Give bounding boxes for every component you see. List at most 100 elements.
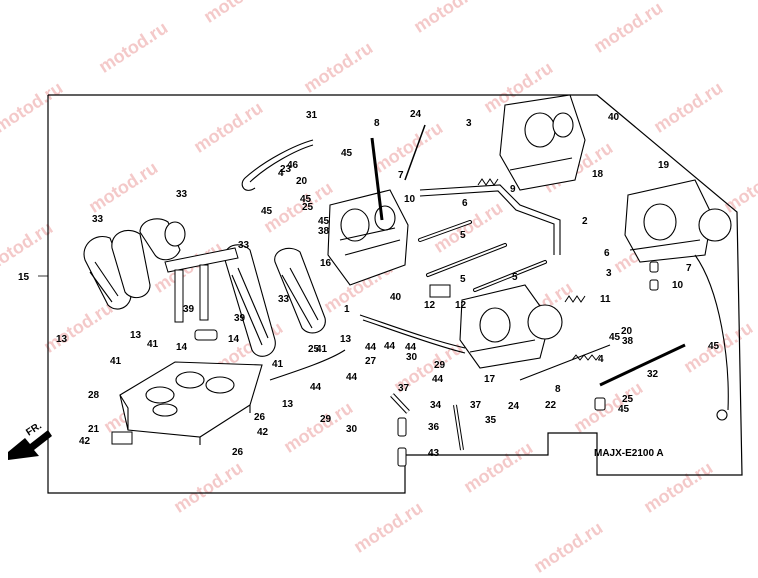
callout-label: 10 (672, 280, 684, 291)
diagram-code: MAJX-E2100 A (594, 448, 664, 459)
callout-label: 3 (606, 268, 612, 279)
callout-label: 42 (79, 436, 91, 447)
callout-label: 45 (708, 341, 720, 352)
callout-label: 38 (318, 226, 330, 237)
callout-label: 45 (300, 194, 312, 205)
callout-label: 1 (344, 304, 350, 315)
callout-label: 6 (604, 248, 610, 259)
callout-label: 11 (600, 294, 611, 305)
callout-label: 45 (318, 216, 330, 227)
callout-label: 13 (56, 334, 68, 345)
callout-label: 44 (432, 374, 444, 385)
callout-label: 39 (183, 304, 195, 315)
callout-label: 46 (287, 160, 299, 171)
callout-label: 8 (555, 384, 561, 395)
callout-label: 45 (261, 206, 273, 217)
manifold-bracket (164, 247, 239, 341)
callout-label: 29 (434, 360, 446, 371)
front-arrow-icon (8, 430, 52, 460)
callout-label: 20 (296, 176, 308, 187)
callout-label: 6 (462, 198, 468, 209)
springs (477, 178, 601, 361)
callout-label: 28 (88, 390, 100, 401)
callout-label: 30 (346, 424, 358, 435)
air-filter-case (119, 361, 263, 445)
callout-label: 7 (686, 263, 692, 274)
cables (241, 124, 729, 421)
callout-label: 24 (410, 109, 422, 120)
callout-label: 42 (257, 427, 269, 438)
callout-label: 33 (92, 214, 104, 225)
callout-label: 13 (282, 399, 294, 410)
carburetor-left (327, 189, 409, 286)
callout-label: 27 (365, 356, 377, 367)
callout-label: 37 (470, 400, 482, 411)
callout-label: 26 (254, 412, 266, 423)
callout-label: 34 (430, 400, 442, 411)
callout-label: 25 (302, 202, 314, 213)
callout-label: 45 (341, 148, 353, 159)
intake-manifolds (83, 218, 326, 357)
callout-label: 23 (280, 164, 292, 175)
callout-label: 22 (545, 400, 557, 411)
callout-label: 21 (88, 424, 100, 435)
callout-label: 15 (18, 272, 30, 283)
callout-label: 30 (406, 352, 418, 363)
callout-label: 5 (460, 274, 466, 285)
callout-label: 39 (234, 313, 246, 324)
callout-label: 32 (647, 369, 659, 380)
callout-label: 44 (405, 342, 417, 353)
callout-label: 7 (398, 170, 404, 181)
diagram-frame (47, 94, 743, 494)
callout-label: 2 (582, 216, 588, 227)
callout-label: 19 (658, 160, 670, 171)
carburetor-center (459, 284, 563, 369)
callout-label: 13 (340, 334, 352, 345)
callout-label: 25 (308, 344, 320, 355)
callout-label: 8 (374, 118, 380, 129)
callout-label: 33 (176, 189, 188, 200)
callout-label: 13 (130, 330, 142, 341)
callout-label: 33 (238, 240, 250, 251)
callout-label: 44 (365, 342, 377, 353)
callout-label: 45 (618, 404, 630, 415)
callout-label: 44 (310, 382, 322, 393)
carburetor-right (624, 179, 732, 263)
callout-label: 29 (320, 414, 332, 425)
callout-label: 12 (424, 300, 436, 311)
callout-label: 24 (508, 401, 520, 412)
callout-label: 16 (320, 258, 332, 269)
callout-label: 20 (621, 326, 633, 337)
callout-label: 44 (384, 341, 396, 352)
callout-label: 37 (398, 383, 410, 394)
callout-label: 41 (272, 359, 284, 370)
connecting-rods (418, 220, 547, 292)
callout-label: 12 (455, 300, 467, 311)
callout-label: 10 (404, 194, 416, 205)
callout-label: 41 (110, 356, 122, 367)
callout-label: 14 (228, 334, 240, 345)
callout-label: 9 (510, 184, 516, 195)
callout-label: 25 (622, 394, 634, 405)
small-fittings (111, 261, 659, 467)
callout-label: 17 (484, 374, 496, 385)
callout-label: 43 (428, 448, 440, 459)
callout-label: 40 (390, 292, 402, 303)
callout-label: 5 (460, 230, 466, 241)
callout-label: 3 (466, 118, 472, 129)
callout-label: 4 (278, 168, 284, 179)
callout-label: 18 (592, 169, 604, 180)
callout-label: 31 (306, 110, 318, 121)
callout-label: 26 (232, 447, 244, 458)
callout-label: 38 (622, 336, 634, 347)
callout-label: 36 (428, 422, 440, 433)
callout-label: 41 (316, 344, 328, 355)
callout-label: 35 (485, 415, 497, 426)
callout-label: 41 (147, 339, 159, 350)
callout-label: 14 (176, 342, 188, 353)
callout-label: 5 (512, 272, 518, 283)
callout-label: 4 (598, 354, 604, 365)
